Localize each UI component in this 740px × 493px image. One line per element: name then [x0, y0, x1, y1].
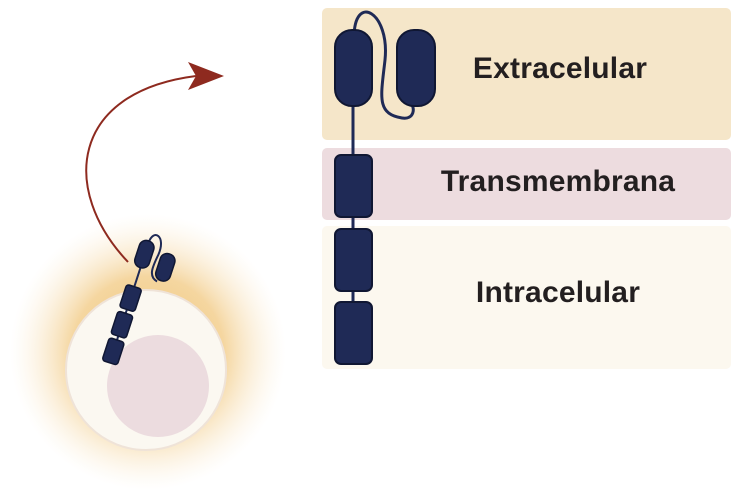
small-extracellular-domain-1: [133, 239, 155, 269]
small-intracellular-domain-2: [102, 337, 125, 366]
arrowhead-icon: [188, 62, 224, 90]
extracellular-label: Extracelular: [472, 52, 648, 85]
small-transmembrane-domain: [119, 284, 142, 312]
intracellular-domain-2: [334, 301, 373, 365]
zoom-arrow: [85, 70, 206, 263]
small-intracellular-domain-1: [110, 310, 134, 339]
cell: [10, 214, 286, 490]
transmembrane-label: Transmembrana: [440, 165, 676, 198]
extracellular-domain-2: [396, 29, 436, 107]
receptor-large: [334, 10, 436, 365]
intracellular-label: Intracelular: [475, 276, 641, 309]
small-extracellular-domain-2: [154, 252, 176, 282]
transmembrane-region: [322, 148, 731, 220]
receptor-loop-linker: [352, 10, 415, 120]
intracellular-region: [322, 226, 731, 369]
extracellular-domain-1: [334, 29, 373, 107]
cell-nucleus: [107, 335, 209, 437]
intracellular-domain-1: [334, 228, 373, 292]
receptor-small: [102, 234, 176, 366]
transmembrane-domain: [334, 154, 373, 218]
